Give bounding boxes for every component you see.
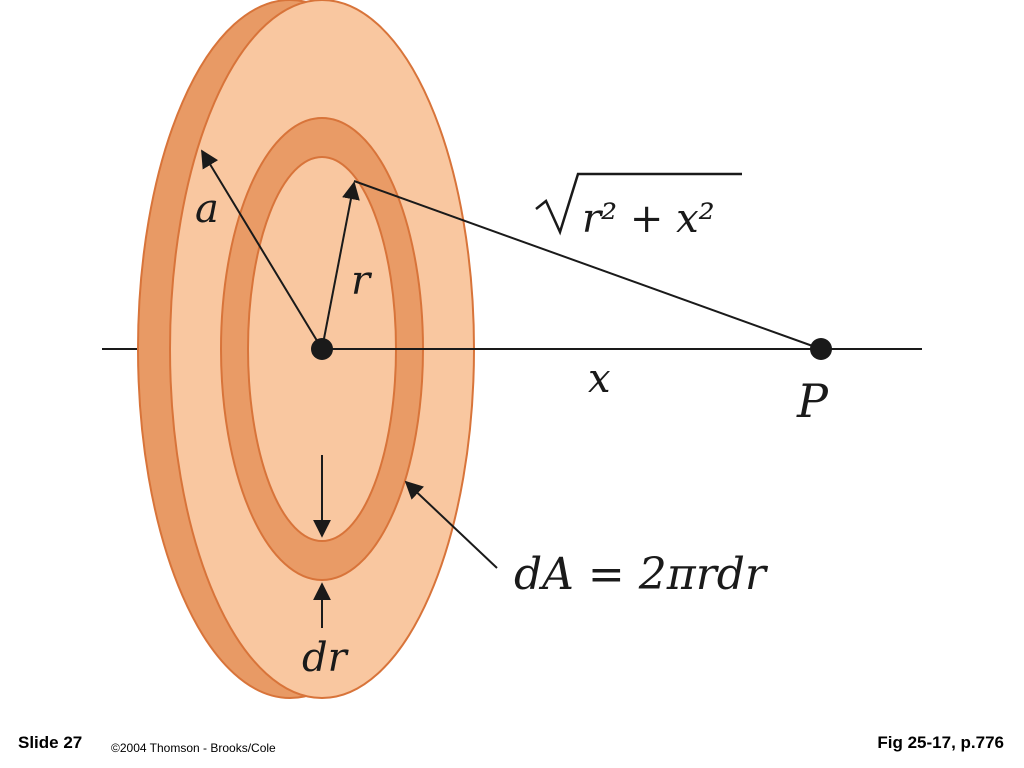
- label-distance-expression: r² + x²: [582, 196, 715, 242]
- copyright-notice: ©2004 Thomson - Brooks/Cole: [111, 741, 276, 755]
- radius-r-arrow: [321, 181, 360, 350]
- area-pointer-arrow: [404, 480, 498, 569]
- label-a: a: [195, 186, 219, 232]
- label-x: x: [588, 356, 611, 402]
- disk-center-dot: [311, 338, 333, 360]
- label-r: r: [351, 258, 373, 304]
- label-p: P: [796, 374, 829, 428]
- radius-a-arrow: [201, 149, 323, 350]
- charged-disk-diagram: a r x P dr dA = 2πrdr r² + x²: [102, 0, 922, 699]
- point-p-dot: [810, 338, 832, 360]
- slide-number: Slide 27: [18, 733, 83, 752]
- distance-line: [353, 180, 822, 350]
- label-area-element: dA = 2πrdr: [514, 549, 769, 600]
- sqrt-sign: [535, 172, 742, 236]
- figure-reference: Fig 25-17, p.776: [877, 733, 1004, 752]
- label-dr: dr: [302, 635, 350, 681]
